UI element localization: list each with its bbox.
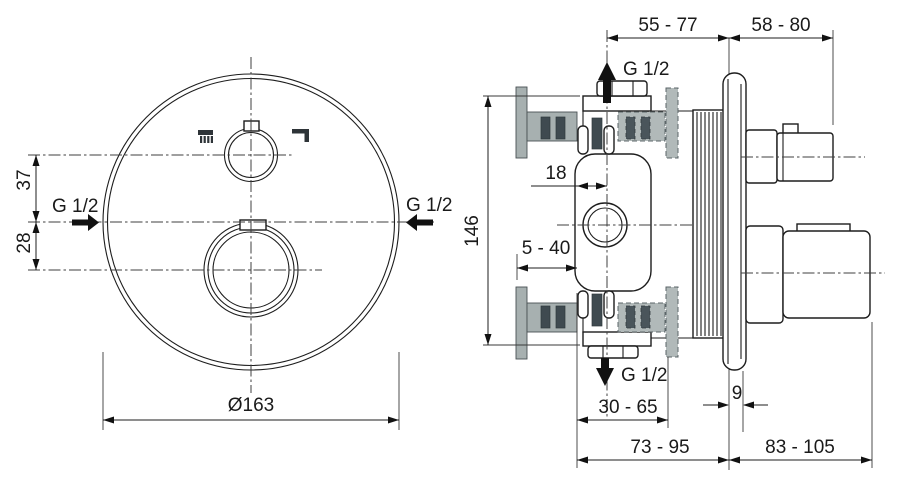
volume-knob-side <box>745 223 871 324</box>
mounting-rail-bottom <box>526 302 578 333</box>
dim-58-80-label: 58 - 80 <box>751 15 810 36</box>
dim-30-65-label: 30 - 65 <box>598 397 657 418</box>
dim-18-label: 18 <box>545 163 566 184</box>
body-slot-dark <box>591 293 603 327</box>
rail-slot <box>540 116 551 140</box>
dim-146: 146 <box>462 95 580 346</box>
threaded-sleeve <box>692 109 726 339</box>
dim-146-label: 146 <box>462 215 483 247</box>
dim-30-65: 30 - 65 <box>576 293 669 468</box>
rail-range-slot <box>625 305 636 329</box>
dim-83-105-label: 83 - 105 <box>765 437 835 458</box>
bottom-fitting <box>582 331 652 359</box>
volume-knob-tab <box>239 219 267 231</box>
outlet-top-label: G 1/2 <box>623 59 669 80</box>
outlet-bottom: G 1/2 <box>596 358 667 386</box>
outlet-top: G 1/2 <box>598 59 669 103</box>
mounting-rail-top <box>526 111 578 142</box>
outlet-top-arrow <box>598 62 616 103</box>
rail-range-slot <box>625 116 636 140</box>
inlet-right: G 1/2 <box>406 195 452 231</box>
body-slot <box>577 290 589 319</box>
wall-plate-bottom <box>515 286 528 360</box>
body-slot <box>603 125 615 155</box>
inlet-right-label: G 1/2 <box>406 195 452 216</box>
inlet-left-arrow <box>72 214 99 231</box>
rail-slot <box>555 305 566 329</box>
dim-28-label: 28 <box>14 232 35 253</box>
inlet-left: G 1/2 <box>52 196 99 231</box>
shower-icon <box>198 130 213 143</box>
dim-73-95-label: 73 - 95 <box>630 437 689 458</box>
rail-slot <box>555 116 566 140</box>
inlet-left-label: G 1/2 <box>52 196 98 217</box>
dim-18: 18 <box>531 163 607 190</box>
wall-plate-range-bottom <box>665 286 679 358</box>
side-view: G 1/2 G 1/2 55 - 77 58 - 80 146 <box>462 15 885 470</box>
outlet-bottom-arrow <box>596 358 614 386</box>
rail-slot <box>540 305 551 329</box>
faceplate-side <box>722 72 747 371</box>
dim-5-40: 5 - 40 <box>516 238 577 280</box>
dim-83-105: 83 - 105 <box>729 322 873 468</box>
dim-37-28: 37 28 <box>14 155 40 270</box>
dim-73-95: 73 - 95 <box>577 437 729 464</box>
wall-plate-top <box>515 86 528 159</box>
body-slot <box>603 290 615 319</box>
dim-9-label: 9 <box>732 383 743 404</box>
dim-5-40-label: 5 - 40 <box>522 238 571 259</box>
outlet-bottom-label: G 1/2 <box>621 365 667 386</box>
front-view: 37 28 G 1/2 G 1/2 Ø163 <box>14 57 452 430</box>
top-fitting <box>582 80 652 112</box>
body-slot-dark <box>591 117 603 150</box>
temperature-knob-side <box>745 123 834 184</box>
dim-55-77: 55 - 77 <box>607 15 729 42</box>
dim-37-label: 37 <box>14 169 35 190</box>
spout-icon <box>292 129 309 142</box>
dim-58-80: 58 - 80 <box>729 15 834 125</box>
dim-dia163: Ø163 <box>102 352 400 430</box>
body-slot <box>577 125 589 155</box>
dim-55-77-label: 55 - 77 <box>638 15 697 36</box>
dim-dia163-label: Ø163 <box>228 395 274 416</box>
dim-9: 9 <box>703 371 768 432</box>
rail-range-slot <box>640 305 651 329</box>
inlet-right-arrow <box>406 214 433 231</box>
rail-range-slot <box>640 116 651 140</box>
wall-plate-range-top <box>665 87 679 159</box>
